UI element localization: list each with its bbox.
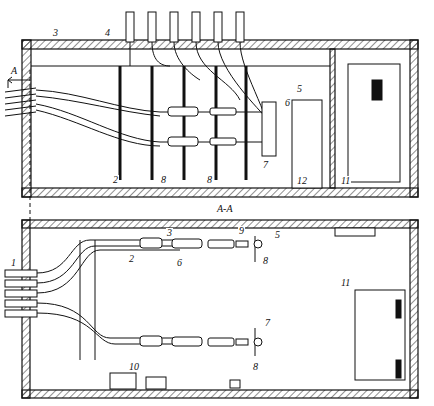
callout-number: 11: [340, 176, 351, 186]
callout-number: 8: [160, 175, 167, 185]
callout-number: 11: [340, 278, 351, 288]
callout-number: A-A: [216, 204, 234, 214]
callout-number: 6: [284, 98, 291, 108]
callout-number: 8: [206, 175, 213, 185]
callout-number: 5: [296, 84, 303, 94]
callout-number: 9: [238, 226, 245, 236]
callout-number: 8: [252, 362, 259, 372]
callout-number: 10: [128, 362, 140, 372]
callout-number: 2: [112, 175, 119, 185]
callout-number: 3: [52, 28, 59, 38]
callout-number: 1: [10, 258, 17, 268]
callout-number: 6: [176, 258, 183, 268]
callout-number: 2: [128, 254, 135, 264]
callout-number: 12: [296, 176, 308, 186]
callout-number: 4: [104, 28, 111, 38]
callout-number: 7: [262, 160, 269, 170]
callout-number: 7: [264, 318, 271, 328]
callout-number: A: [10, 66, 18, 76]
callout-number: 3: [166, 228, 173, 238]
callout-number: 5: [274, 230, 281, 240]
callout-number: 8: [262, 256, 269, 266]
